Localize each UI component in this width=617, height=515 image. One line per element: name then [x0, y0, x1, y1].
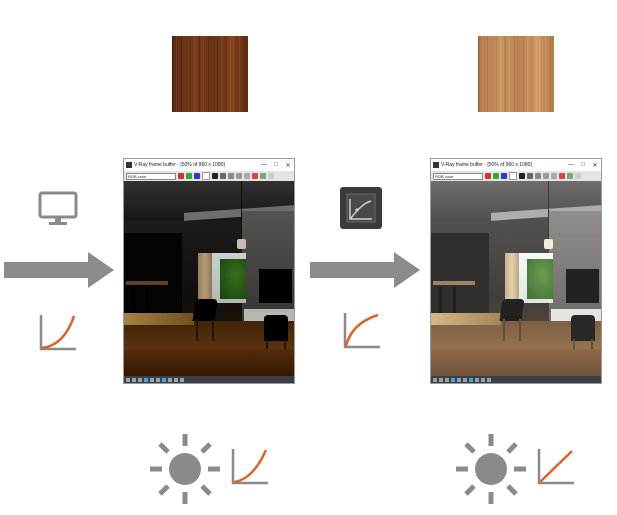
channel-select[interactable]: RGB color [126, 172, 176, 180]
status-icon[interactable] [451, 377, 455, 382]
white-icon[interactable] [509, 172, 517, 180]
load-icon[interactable] [535, 173, 541, 179]
status-icon[interactable] [457, 377, 461, 382]
frame-buffer-window-1[interactable]: V-Ray frame buffer - [50% of 960 x 1080]… [123, 158, 295, 384]
status-icon[interactable] [144, 377, 148, 382]
maximize-button[interactable]: □ [581, 162, 585, 168]
status-icon[interactable] [150, 377, 154, 382]
title-bar[interactable]: V-Ray frame buffer - [50% of 960 x 1080]… [431, 159, 601, 171]
settings-icon[interactable] [268, 173, 274, 179]
clear-icon[interactable] [543, 173, 549, 179]
status-icon[interactable] [475, 377, 479, 382]
save-icon[interactable] [527, 173, 533, 179]
status-icon[interactable] [439, 377, 443, 382]
red-channel-icon[interactable] [178, 173, 184, 179]
blue-channel-icon[interactable] [194, 173, 200, 179]
green-channel-icon[interactable] [493, 173, 499, 179]
status-icon[interactable] [126, 377, 130, 382]
status-bar [124, 376, 294, 383]
blue-channel-icon[interactable] [501, 173, 507, 179]
status-icon[interactable] [174, 377, 178, 382]
toolbar: RGB color [124, 171, 294, 181]
ipr-icon[interactable] [567, 173, 573, 179]
track-icon[interactable] [551, 173, 557, 179]
status-icon[interactable] [156, 377, 160, 382]
close-button[interactable]: ✕ [285, 162, 291, 169]
green-channel-icon[interactable] [186, 173, 192, 179]
gamma-curve-icon-bottom-right [537, 449, 574, 485]
gamma-curve-icon-middle [343, 313, 380, 349]
status-icon[interactable] [138, 377, 142, 382]
clear-icon[interactable] [236, 173, 242, 179]
status-icon[interactable] [162, 377, 166, 382]
settings-icon[interactable] [575, 173, 581, 179]
status-icon[interactable] [445, 377, 449, 382]
black-icon[interactable] [212, 173, 218, 179]
monitor-icon [38, 191, 78, 225]
gamma-curve-icon-bottom-left [231, 449, 268, 485]
render-icon[interactable] [559, 173, 565, 179]
white-icon[interactable] [202, 172, 210, 180]
load-icon[interactable] [228, 173, 234, 179]
save-icon[interactable] [220, 173, 226, 179]
render-view[interactable] [431, 181, 601, 376]
light-wood-swatch [478, 36, 554, 112]
render-icon[interactable] [252, 173, 258, 179]
window-title: V-Ray frame buffer - [50% of 960 x 1080] [134, 162, 225, 168]
maximize-button[interactable]: □ [274, 162, 278, 168]
vray-app-icon [126, 162, 132, 168]
ipr-icon[interactable] [260, 173, 266, 179]
dark-wood-swatch [172, 36, 248, 112]
status-icon[interactable] [433, 377, 437, 382]
red-channel-icon[interactable] [485, 173, 491, 179]
status-icon[interactable] [180, 377, 184, 382]
sun-icon-right [456, 434, 526, 504]
black-icon[interactable] [519, 173, 525, 179]
status-icon[interactable] [463, 377, 467, 382]
status-bar [431, 376, 601, 383]
title-bar[interactable]: V-Ray frame buffer - [50% of 960 x 1080]… [124, 159, 294, 171]
frame-buffer-window-2[interactable]: V-Ray frame buffer - [50% of 960 x 1080]… [430, 158, 602, 384]
minimize-button[interactable]: — [568, 162, 574, 168]
status-icon[interactable] [481, 377, 485, 382]
gamma-curve-icon-left [39, 315, 76, 351]
status-icon[interactable] [132, 377, 136, 382]
color-correction-icon [340, 187, 382, 229]
status-icon[interactable] [469, 377, 473, 382]
render-view[interactable] [124, 181, 294, 376]
close-button[interactable]: ✕ [592, 162, 598, 169]
vray-app-icon [433, 162, 439, 168]
sun-icon-left [150, 434, 220, 504]
window-title: V-Ray frame buffer - [50% of 960 x 1080] [441, 162, 532, 168]
channel-select[interactable]: RGB color [433, 172, 483, 180]
status-icon[interactable] [168, 377, 172, 382]
status-icon[interactable] [487, 377, 491, 382]
toolbar: RGB color [431, 171, 601, 181]
minimize-button[interactable]: — [261, 162, 267, 168]
track-icon[interactable] [244, 173, 250, 179]
